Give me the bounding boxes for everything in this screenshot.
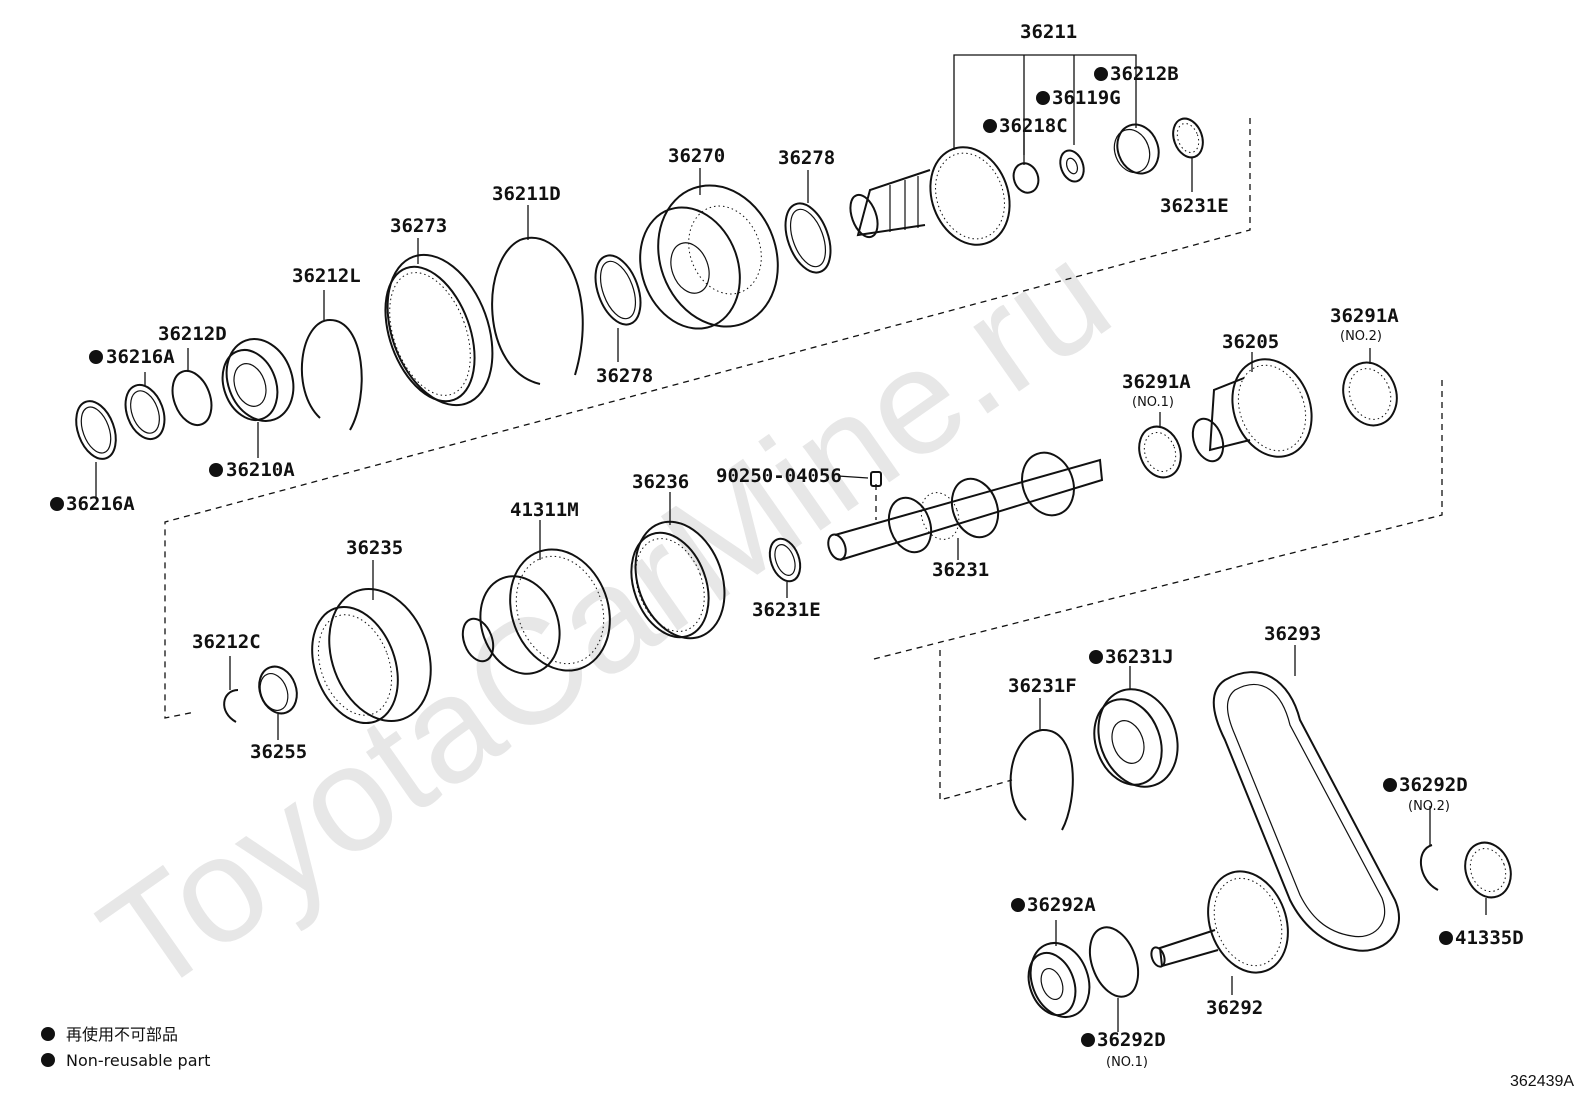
non-reusable-marker [50,497,64,511]
non-reusable-marker [983,119,997,133]
label-36212D: 36212D [158,323,227,345]
label-36291A-no1: 36291A [1122,371,1191,393]
legend: 再使用不可部品 Non-reusable part [41,1025,210,1070]
label-36235: 36235 [346,537,403,559]
part-36273-ring-gear [384,253,494,407]
label-36212L: 36212L [292,265,361,287]
part-36212C-clip [223,689,239,723]
label-36216A-a: 36216A [106,346,175,368]
part-36292D-no1 [1088,926,1140,998]
part-36212B [1113,123,1160,175]
non-reusable-marker [89,350,103,364]
part-36231F-snap-ring [1009,728,1074,831]
diagram-code: 362439A [1510,1073,1574,1090]
part-36235-drum [311,588,432,725]
part-36278-b [594,254,642,326]
label-36218C: 36218C [999,115,1068,137]
label-36293: 36293 [1264,623,1321,645]
label-36278-b: 36278 [596,365,653,387]
part-36212L-snap-ring [300,318,363,431]
non-reusable-marker [1081,1033,1095,1047]
non-reusable-marker [1011,898,1025,912]
part-labels: 36211 36212B 36119G 36218C 36231E 36270 … [50,21,1524,1070]
label-36273: 36273 [390,215,447,237]
legend-en: Non-reusable part [66,1051,210,1070]
legend-jp: 再使用不可部品 [66,1025,178,1044]
label-36292A: 36292A [1027,894,1096,916]
label-36291A-no2-sub: (NO.2) [1340,329,1382,344]
part-36292D-no2 [1419,844,1439,891]
label-36278-a: 36278 [778,147,835,169]
label-36210A: 36210A [226,459,295,481]
label-36212B: 36212B [1110,63,1179,85]
part-36292-sprocket [1150,870,1289,974]
non-reusable-marker [1089,650,1103,664]
label-36292D-no2: 36292D [1399,774,1468,796]
label-36236: 36236 [632,471,689,493]
label-36231J: 36231J [1105,646,1174,668]
part-36270-carrier [639,184,779,330]
label-36231E-top: 36231E [1160,195,1229,217]
part-36210A-bearing [221,338,295,422]
part-36218C [1012,162,1040,194]
part-36292A-bearing [1027,942,1091,1018]
label-41311M: 41311M [510,499,579,521]
part-36278-a [784,202,832,274]
non-reusable-marker [1036,91,1050,105]
non-reusable-marker [1094,67,1108,81]
label-36216A-b: 36216A [66,493,135,515]
part-36255 [258,665,298,715]
label-36270: 36270 [668,145,725,167]
label-36231: 36231 [932,559,989,581]
part-90250-04056-pin [870,471,882,487]
part-36291A-no1 [1138,425,1182,479]
label-90250-04056: 90250-04056 [716,465,842,487]
label-36231E-mid: 36231E [752,599,821,621]
leader-lines [95,118,1487,1032]
label-36291A-no2: 36291A [1330,305,1399,327]
part-36211D-snap-ring [491,237,584,385]
part-36216A-b [75,400,117,460]
label-36205: 36205 [1222,331,1279,353]
label-36231F: 36231F [1008,675,1077,697]
legend-dot-jp [41,1027,55,1041]
label-36212C: 36212C [192,631,261,653]
part-41311M-gear [461,548,611,675]
legend-dot-en [41,1053,55,1067]
part-36231J-bearing [1093,688,1179,788]
part-36119G [1059,149,1085,183]
part-41335D-bearing [1464,841,1512,899]
label-36119G: 36119G [1052,87,1121,109]
label-36211D: 36211D [492,183,561,205]
label-41335D: 41335D [1455,927,1524,949]
part-36293-chain [1212,671,1400,952]
part-36211-flange-shaft [849,146,1011,246]
label-36292D-no1-sub: (NO.1) [1106,1055,1148,1070]
non-reusable-marker [209,463,223,477]
non-reusable-marker [1439,931,1453,945]
label-36292D-no1: 36292D [1097,1029,1166,1051]
label-36292D-no2-sub: (NO.2) [1408,799,1450,814]
label-36292: 36292 [1206,997,1263,1019]
part-36231-shaft [827,451,1104,561]
non-reusable-marker [1383,778,1397,792]
label-36291A-no1-sub: (NO.1) [1132,395,1174,410]
part-36216A-a [124,383,166,441]
label-36255: 36255 [250,741,307,763]
part-36205-gear [1191,358,1313,463]
watermark: ToyotaCarMine.ru [72,210,1138,1027]
part-36231E-top [1172,117,1204,159]
part-36212D-snap-ring [171,369,213,427]
part-36231E-mid [768,537,802,583]
label-36211: 36211 [1020,21,1077,43]
part-36236-ring [630,520,726,640]
assembly-outlines [164,118,1443,801]
part-36291A-no2 [1342,361,1398,427]
